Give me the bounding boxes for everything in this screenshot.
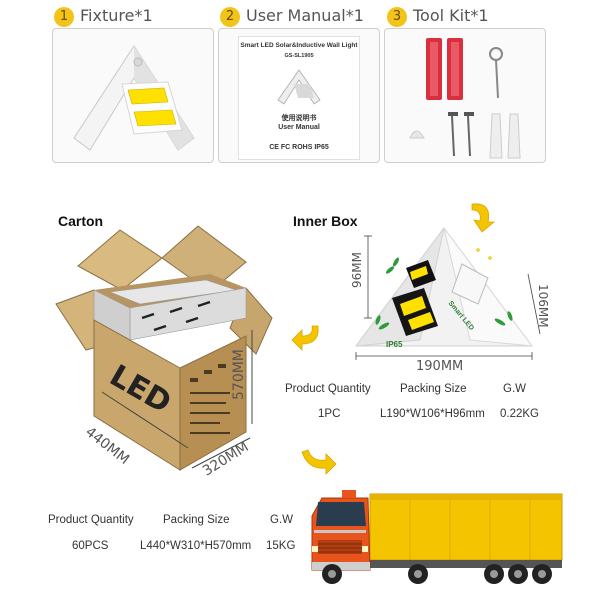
inner-box-height-label: 96MM — [350, 252, 364, 288]
inner-box-image — [354, 227, 534, 347]
inner-box-ip-text: IP65 — [386, 340, 403, 349]
inner-box-width-label: 106MM — [536, 284, 550, 328]
manual-product-image — [277, 69, 321, 105]
carton-table-value-quantity: 60PCS — [72, 540, 109, 552]
carton-label: Carton — [58, 213, 104, 229]
inner-table-header-quantity: Product Quantity — [285, 383, 371, 395]
curved-arrow-icon — [471, 203, 496, 233]
carton-height-label: 570MM — [231, 349, 247, 400]
carton-table-header-quantity: Product Quantity — [48, 514, 134, 526]
panel-number-badge: 3 — [387, 7, 407, 27]
panel-title: Fixture*1 — [80, 6, 153, 25]
inner-table-value-weight: 0.22KG — [500, 408, 539, 420]
carton-table-value-size: L440*W310*H570mm — [140, 540, 252, 552]
manual-model: GS-SL1905 — [284, 53, 314, 59]
panel-number-badge: 1 — [54, 7, 74, 27]
curved-arrow-icon — [291, 325, 319, 351]
inner-table-value-size: L190*W106*H96mm — [380, 408, 485, 420]
inner-table-value-quantity: 1PC — [318, 408, 341, 420]
panel-number-badge: 2 — [220, 7, 240, 27]
inner-table-header-size: Packing Size — [400, 383, 467, 395]
manual-subtitle: User Manual — [278, 124, 320, 131]
fixture-light-image — [73, 45, 195, 151]
inner-box-length-label: 190MM — [416, 359, 464, 374]
carton-box-image — [55, 225, 273, 471]
carton-table-header-size: Packing Size — [163, 514, 230, 526]
manual-certification-marks: CE FC ROHS IP65 — [269, 144, 329, 151]
curved-arrow-icon — [301, 449, 337, 475]
carton-table-value-weight: 15KG — [266, 540, 296, 552]
shipping-truck-image — [311, 490, 563, 584]
carton-dimension-lines — [101, 330, 253, 469]
inner-box-label: Inner Box — [293, 213, 358, 229]
inner-box-dimension-lines — [355, 235, 541, 360]
panel-title: User Manual*1 — [246, 6, 364, 25]
tool-kit-image — [409, 38, 521, 159]
manual-chinese-title: 使用说明书 — [281, 114, 317, 122]
carton-table-header-weight: G.W — [270, 514, 293, 526]
manual-heading: Smart LED Solar&Inductive Wall Light — [240, 42, 358, 49]
panel-title: Tool Kit*1 — [413, 6, 489, 25]
inner-table-header-weight: G.W — [503, 383, 526, 395]
